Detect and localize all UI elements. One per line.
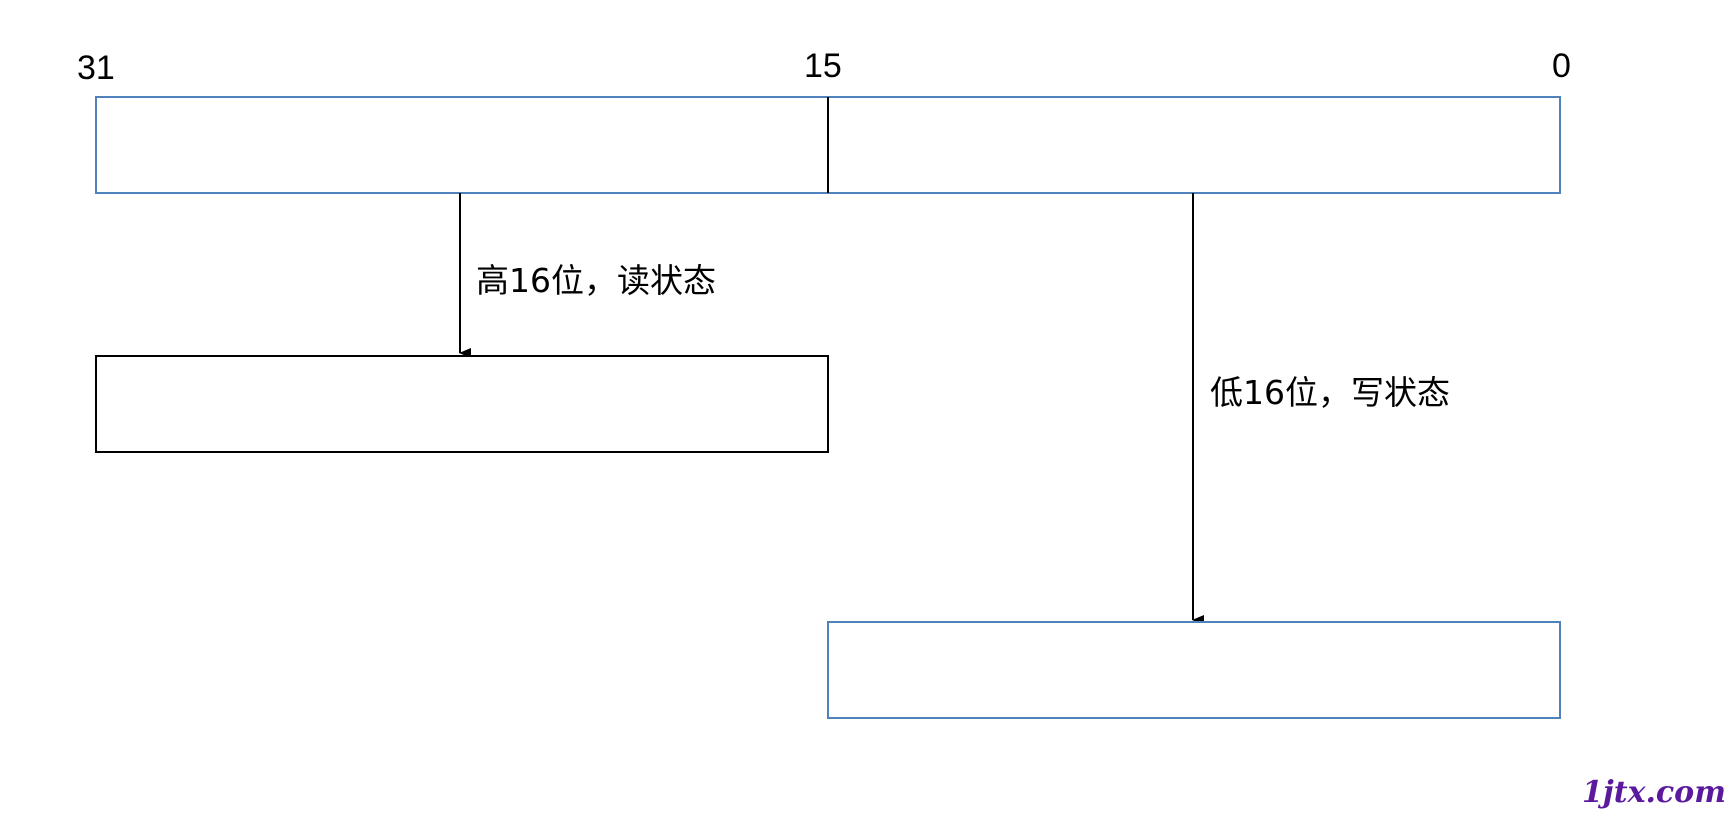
watermark-text: 1jtx.com <box>1582 775 1726 810</box>
bit-label-0: 0 <box>1552 47 1571 85</box>
bit-label-31: 31 <box>77 49 115 87</box>
read-arrow-label: 高16位，读状态 <box>476 261 716 300</box>
write-arrow-label: 低16位，写状态 <box>1210 373 1450 412</box>
bit-label-15: 15 <box>804 47 842 85</box>
read-state-box <box>95 355 829 453</box>
write-state-box <box>827 621 1561 719</box>
